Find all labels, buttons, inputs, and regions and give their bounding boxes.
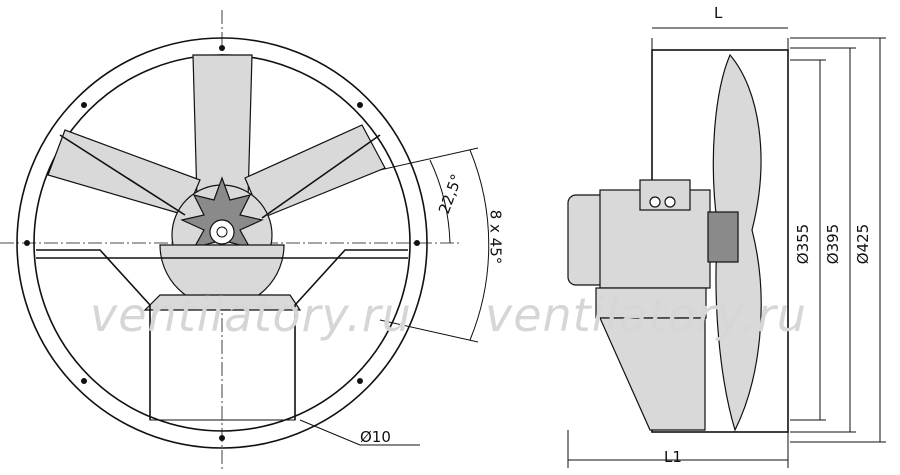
label-L: L [714, 4, 723, 22]
angle-arc-45 [469, 149, 490, 341]
support-bracket [599, 317, 706, 431]
label-d10: Ø10 [360, 428, 391, 446]
angle-arc-22 [429, 159, 451, 244]
hub-side [707, 211, 739, 263]
hub-center-inner [216, 226, 228, 238]
label-d425: Ø425 [854, 223, 873, 265]
hub-center [209, 219, 235, 245]
watermark-right: ventilatory.ru [485, 288, 807, 342]
label-L1: L1 [664, 448, 682, 466]
strut-left [59, 134, 186, 216]
label-d355: Ø355 [794, 223, 813, 265]
label-holes: 8 x 45° [486, 209, 505, 265]
bolt-holes [24, 45, 420, 441]
side-view [567, 27, 886, 468]
front-view [0, 10, 490, 472]
terminal-box [639, 179, 691, 211]
watermark-left: ventilatory.ru [90, 288, 412, 342]
label-d395: Ø395 [824, 223, 843, 265]
support-box [149, 309, 296, 421]
strut-right [261, 134, 381, 219]
blade-right [244, 124, 386, 219]
motor-base [595, 287, 707, 319]
